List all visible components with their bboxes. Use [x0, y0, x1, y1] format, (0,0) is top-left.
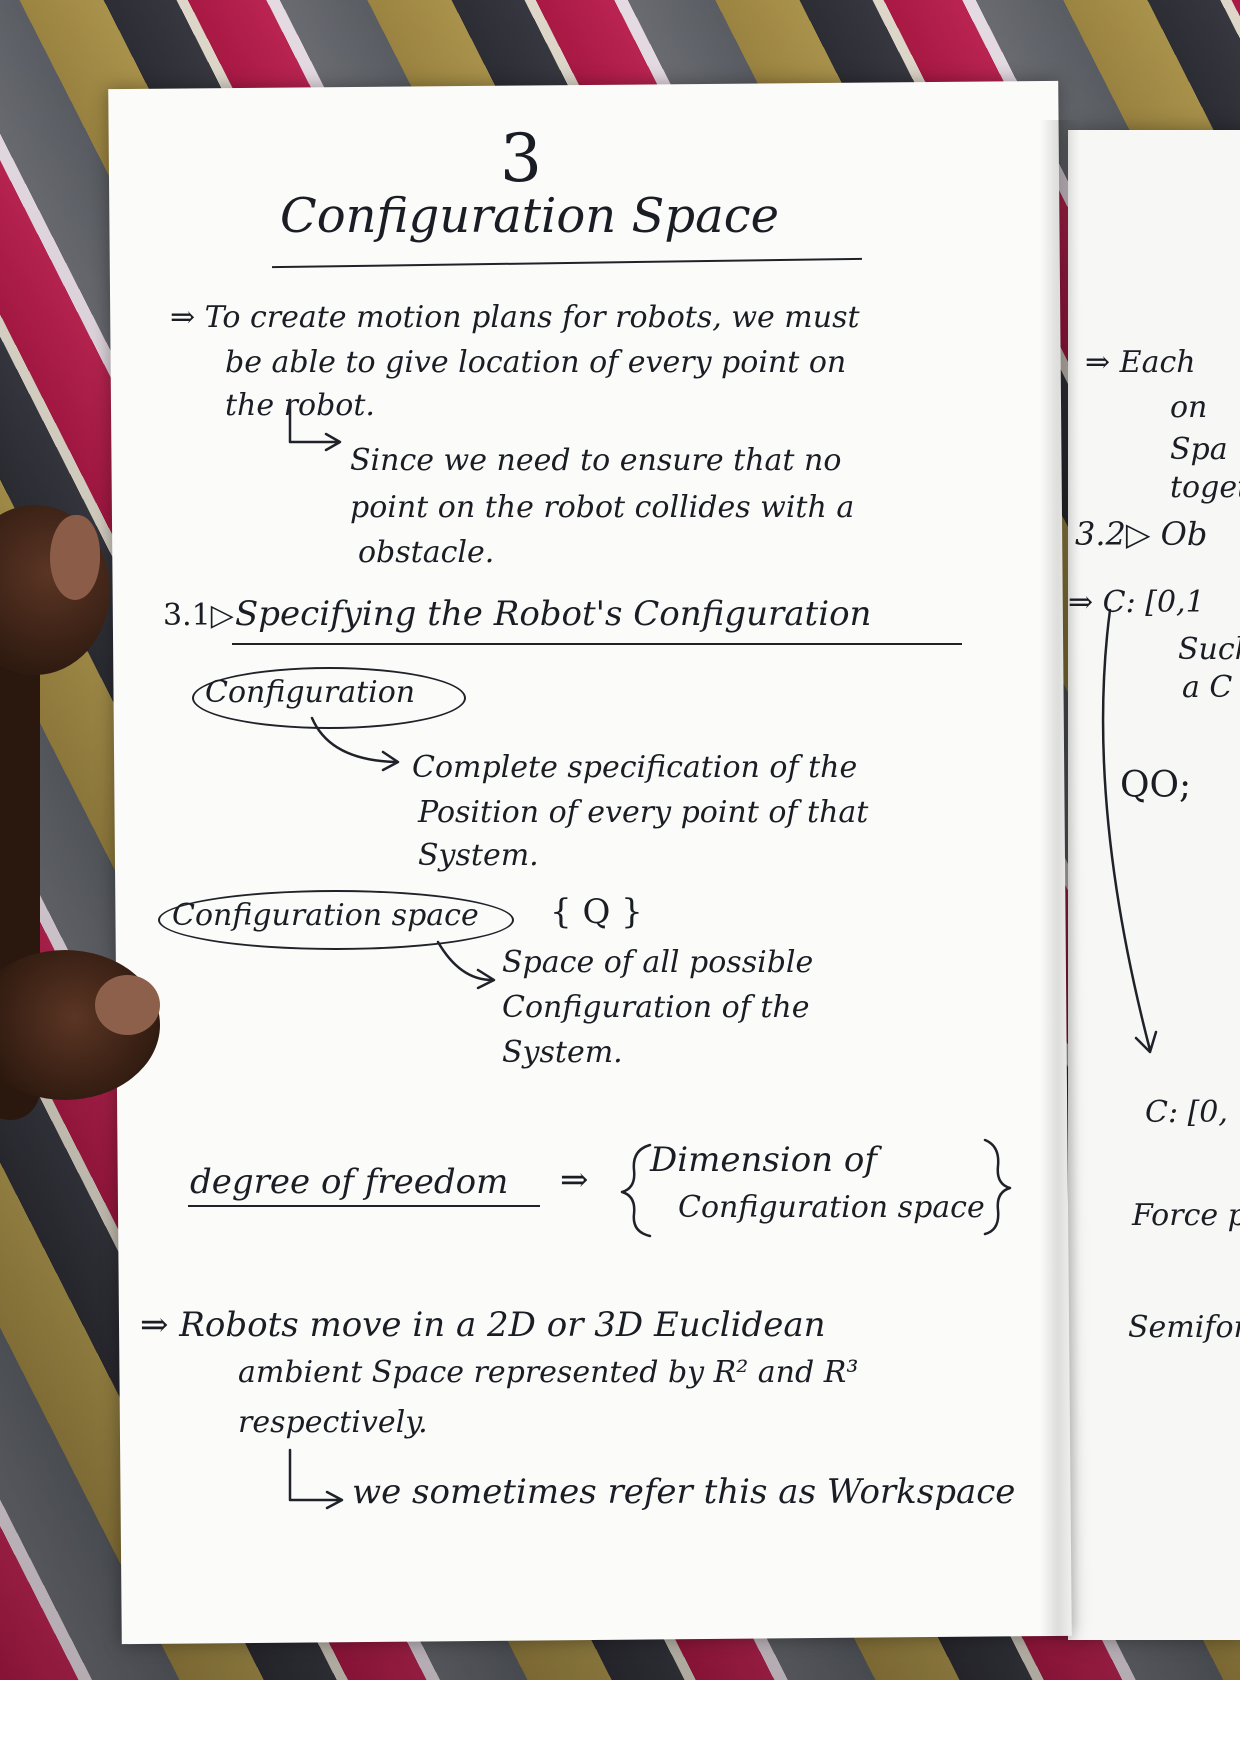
intro-note-line-2: point on the robot collides with a [350, 490, 855, 525]
dof-def-line-2: Configuration space [678, 1190, 985, 1225]
section-3-1-number: 3.1▷ [163, 598, 234, 633]
right-line-8: QO; [1120, 765, 1192, 806]
fingernail-bottom [95, 975, 160, 1035]
right-line-2: on [1170, 390, 1208, 425]
configuration-def-line-2: Position of every point of that [418, 795, 869, 830]
right-line-4: togeth [1170, 470, 1240, 505]
configuration-def-line-3: System. [418, 838, 539, 873]
configuration-space-term: Configuration space [172, 898, 479, 933]
intro-line-1: ⇒ To create motion plans for robots, we … [170, 300, 860, 335]
right-line-9: C: [0, [1145, 1095, 1228, 1130]
robots-line-2: ambient Space represented by R² and R³ [238, 1355, 859, 1390]
right-page-long-arrow [1101, 608, 1158, 1054]
intro-note-arrow [288, 398, 342, 452]
right-line-10: Force p [1132, 1198, 1240, 1233]
dof-underline [188, 1205, 540, 1207]
configuration-space-def-line-1: Space of all possible [502, 945, 814, 980]
configuration-space-def-line-3: System. [502, 1035, 623, 1070]
configuration-circle [192, 667, 466, 729]
intro-note-line-3: obstacle. [358, 535, 495, 570]
configuration-def-line-1: Complete specification of the [412, 750, 858, 785]
configuration-space-def-line-2: Configuration of the [502, 990, 810, 1025]
configuration-arrow [310, 716, 400, 772]
page-number: 3 [500, 120, 542, 197]
configuration-space-arrow [436, 940, 496, 990]
dof-arrow: ⇒ [560, 1160, 589, 1200]
notebook-gutter [1040, 120, 1080, 1640]
intro-line-3: the robot. [225, 388, 375, 423]
section-3-1-heading: Specifying the Robot's Configuration [235, 594, 872, 634]
dof-left-brace [620, 1143, 652, 1238]
dof-def-line-1: Dimension of [650, 1140, 877, 1180]
right-line-3: Spa [1170, 432, 1228, 467]
dof-right-brace [983, 1138, 1012, 1236]
configuration-term: Configuration [205, 675, 416, 710]
right-line-1: ⇒ Each [1085, 345, 1196, 380]
robots-line-3: respectively. [238, 1405, 428, 1440]
intro-line-2: be able to give location of every point … [225, 345, 847, 380]
robots-line-1: ⇒ Robots move in a 2D or 3D Euclidean [140, 1305, 826, 1345]
fingernail-top [50, 515, 100, 600]
right-line-7: a C [1182, 670, 1233, 705]
bottom-margin [0, 1680, 1240, 1755]
right-notebook-page [1068, 130, 1240, 1640]
right-line-5: ⇒ C: [0,1 [1068, 585, 1205, 620]
robots-note: we sometimes refer this as Workspace [352, 1472, 1016, 1512]
configuration-space-circle [158, 890, 514, 950]
right-line-11: Semifor [1128, 1310, 1240, 1345]
right-heading: 3.2▷ Ob [1075, 515, 1208, 553]
robots-note-arrow [288, 1448, 344, 1510]
section-3-1-underline [232, 643, 962, 645]
configuration-space-symbol: { Q } [550, 892, 643, 932]
right-line-6: Such [1178, 632, 1240, 667]
page-title: Configuration Space [280, 188, 779, 244]
intro-note-line-1: Since we need to ensure that no [350, 443, 842, 478]
dof-term: degree of freedom [190, 1162, 509, 1202]
